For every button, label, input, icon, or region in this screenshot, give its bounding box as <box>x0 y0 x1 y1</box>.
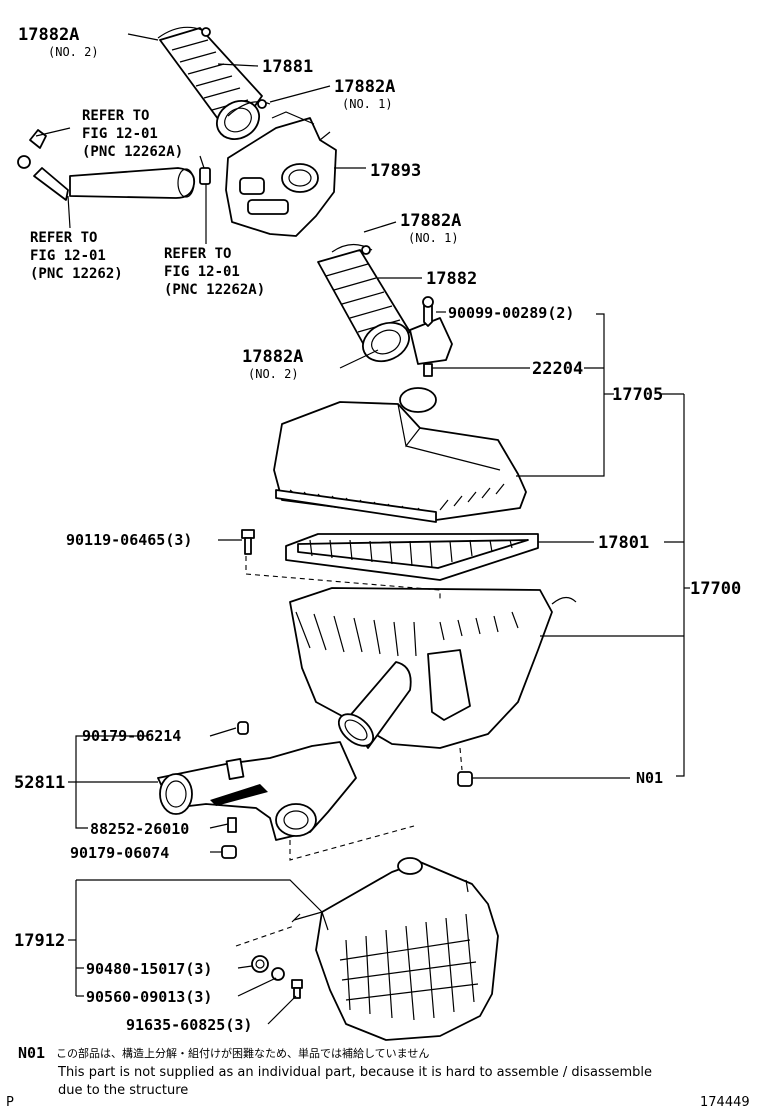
label-52811: 52811 <box>14 773 65 793</box>
label-no2-c: (NO. 2) <box>248 367 299 381</box>
label-17893: 17893 <box>370 161 421 181</box>
label-ref3-line1: REFER TO <box>164 246 231 262</box>
label-no2-top: (NO. 2) <box>48 45 99 59</box>
note-code: N01 <box>18 1044 45 1062</box>
filter-element-17801 <box>285 533 539 581</box>
label-17882A-no1: 17882A <box>334 77 395 97</box>
label-17705: 17705 <box>612 385 663 405</box>
label-90119: 90119-06465(3) <box>66 531 192 549</box>
fasteners-17912 <box>251 955 303 999</box>
part-labels: 17882A (NO. 2) 17881 17882A (NO. 1) REFE… <box>14 25 741 1034</box>
label-17912: 17912 <box>14 931 65 951</box>
resonator-17912 <box>291 857 499 1041</box>
assembly-dashes <box>235 556 463 947</box>
cleaner-case-17700 <box>289 587 577 787</box>
label-no1-b: (NO. 1) <box>408 231 459 245</box>
note-japanese: この部品は、構造上分解・組付けが困難なため、単品では補給していません <box>56 1046 429 1060</box>
label-17882A-top: 17882A <box>18 25 79 45</box>
label-ref2-line3: (PNC 12262) <box>30 266 123 282</box>
hose-17882 <box>317 243 411 363</box>
label-17881: 17881 <box>262 57 313 77</box>
label-90480: 90480-15017(3) <box>86 960 212 978</box>
label-17801: 17801 <box>598 533 649 553</box>
label-90179-06214: 90179-06214 <box>82 727 181 745</box>
leader-lines <box>35 33 690 1025</box>
label-ref1-line3: (PNC 12262A) <box>82 144 183 160</box>
label-17700: 17700 <box>690 579 741 599</box>
label-ref1-line1: REFER TO <box>82 108 149 124</box>
cleaner-cap-17705 <box>273 387 527 523</box>
note-english-line2: due to the structure <box>58 1083 188 1098</box>
inlet-duct-52811 <box>157 741 357 841</box>
corner-marker: P <box>6 1095 14 1110</box>
clamp-17882A-no1-upper <box>227 99 271 117</box>
clamp-ref-12262A <box>199 167 211 185</box>
label-22204: 22204 <box>532 359 583 379</box>
label-ref2-line1: REFER TO <box>30 230 97 246</box>
label-91635: 91635-60825(3) <box>126 1016 252 1034</box>
airflow-meter-22204 <box>409 296 453 377</box>
bolt-90119 <box>241 529 255 555</box>
label-90560: 90560-09013(3) <box>86 988 212 1006</box>
label-17882A-no2-c: 17882A <box>242 347 303 367</box>
label-90099: 90099-00289(2) <box>448 304 574 322</box>
hose-17881 <box>159 27 263 140</box>
label-ref2-line2: FIG 12-01 <box>30 248 106 264</box>
clamp-17882A-top <box>157 26 211 39</box>
note-english-line1: This part is not supplied as an individu… <box>57 1065 652 1080</box>
label-17882: 17882 <box>426 269 477 289</box>
figure-number: 174449 <box>700 1095 750 1110</box>
label-88252: 88252-26010 <box>90 820 189 838</box>
label-n01: N01 <box>636 769 663 787</box>
label-ref3-line2: FIG 12-01 <box>164 264 240 280</box>
label-17882A-no1-b: 17882A <box>400 211 461 231</box>
footer-notes: N01 この部品は、構造上分解・組付けが困難なため、単品では補給していません T… <box>6 1044 750 1110</box>
resonator-17893 <box>225 111 337 237</box>
label-ref3-line3: (PNC 12262A) <box>164 282 265 298</box>
label-ref1-line2: FIG 12-01 <box>82 126 158 142</box>
label-90179-06074: 90179-06074 <box>70 844 169 862</box>
hose-ref-12262 <box>17 129 196 201</box>
label-no1-a: (NO. 1) <box>342 97 393 111</box>
